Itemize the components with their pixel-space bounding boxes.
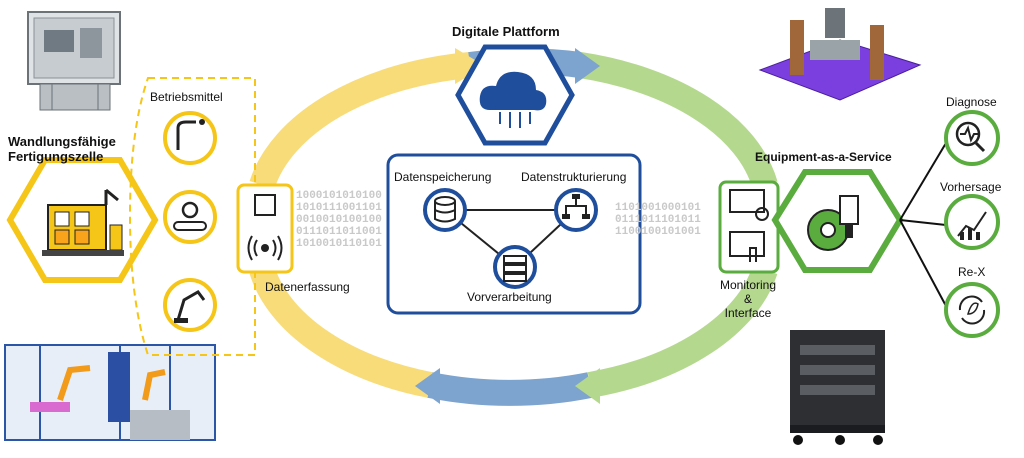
- re-x-circle: [944, 282, 1000, 338]
- structuring-node: [554, 188, 598, 232]
- ring-segment-green-top: [578, 52, 778, 189]
- binary-line: 1010111001101: [296, 202, 382, 214]
- binary-line: 1101001000101: [615, 202, 701, 214]
- ring-arrow-top-right: [575, 48, 600, 84]
- binary-stream-right: 1101001000101 0111011101011 110010010100…: [615, 202, 701, 238]
- hierarchy-icon: [565, 198, 587, 214]
- welding-tool-circle: [163, 111, 217, 165]
- manufacturing-cell-illustration: [27, 11, 121, 111]
- binary-line: 1100100101001: [615, 226, 701, 238]
- ring-arrow-bottom-left: [415, 368, 440, 404]
- cell-label-line: Fertigungszelle: [8, 149, 104, 164]
- gear-icon: [181, 201, 199, 219]
- robot-arm-icon: [176, 290, 206, 321]
- monitoring-label: Monitoring & Interface: [716, 278, 780, 320]
- binary-line: 0111011011001: [296, 226, 382, 238]
- ring-segment-blue-bottom: [427, 372, 593, 406]
- wireless-sensor-icon: [261, 244, 269, 252]
- monitoring-label-line: Interface: [724, 306, 772, 320]
- platform-hexagon: [455, 44, 575, 146]
- monitoring-box: [718, 180, 780, 274]
- equipment-label: Betriebsmittel: [150, 90, 223, 104]
- fixture-illustration: [758, 8, 922, 101]
- data-acquisition-box: [236, 183, 294, 274]
- equipment-bracket: [128, 77, 256, 356]
- output-branches: [899, 142, 947, 307]
- cell-label: Wandlungsfähige Fertigungszelle: [8, 134, 116, 164]
- cell-label-line: Wandlungsfähige: [8, 134, 116, 149]
- ring-arrow-bottom-right: [575, 368, 600, 404]
- preprocessing-node: [493, 245, 537, 289]
- binary-line: 1000101010100: [296, 190, 382, 202]
- factory-robot-icon: [42, 188, 124, 256]
- output-label-prediction: Vorhersage: [940, 180, 1002, 194]
- structuring-label: Datenstrukturierung: [521, 170, 627, 184]
- dashboard-icon: [729, 189, 765, 213]
- interface-touch-icon: [729, 231, 765, 257]
- binary-line: 0010010100100: [296, 214, 382, 226]
- manufacturing-cell-hexagon: [6, 157, 159, 283]
- platform-box: [386, 153, 642, 315]
- ring-segment-green-bottom: [587, 265, 778, 398]
- output-label-diagnose: Diagnose: [946, 95, 997, 109]
- mobile-cart-illustration: [790, 330, 885, 445]
- database-node: [423, 188, 467, 232]
- ring-segment-yellow-top: [249, 52, 472, 190]
- monitoring-label-line: Monitoring: [719, 278, 777, 292]
- processor-chip-icon: [254, 194, 276, 216]
- storage-label: Datenspeicherung: [394, 170, 492, 184]
- magnifier-pulse-icon: [955, 121, 981, 147]
- eaas-hexagon: [771, 169, 904, 273]
- ring-segment-yellow-bottom: [249, 265, 433, 398]
- ring-arrow-top-left: [455, 48, 485, 84]
- diagram-title: Digitale Plattform: [452, 24, 560, 39]
- server-icon: [503, 255, 527, 264]
- conveyor-circle: [163, 190, 217, 244]
- robot-arm-circle: [163, 278, 217, 332]
- service-label: Equipment-as-a-Service: [755, 150, 892, 164]
- prediction-circle: [944, 194, 1000, 250]
- preprocessing-label: Vorverarbeitung: [467, 290, 552, 304]
- welding-torch-icon: [176, 120, 196, 150]
- recycle-leaf-icon: [958, 295, 986, 325]
- cloud-network-icon: [479, 71, 547, 111]
- diagnose-circle: [944, 110, 1000, 166]
- conveyor-belt-icon: [173, 221, 207, 231]
- robot-cell-illustration: [4, 344, 216, 441]
- monitoring-label-line: &: [743, 292, 752, 306]
- output-label-re-x: Re-X: [958, 265, 986, 279]
- binary-stream-left: 1000101010100 1010111001101 001001010010…: [296, 190, 382, 250]
- acquisition-label: Datenerfassung: [265, 280, 350, 294]
- binary-line: 0111011101011: [615, 214, 701, 226]
- binary-line: 1010010110101: [296, 238, 382, 250]
